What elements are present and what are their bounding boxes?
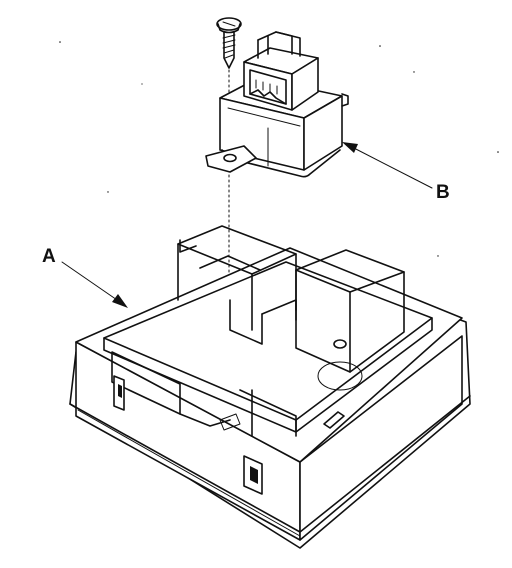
scan-noise [59, 41, 499, 257]
callout-b-label: B [436, 182, 450, 203]
callout-a: A [42, 246, 128, 308]
callout-b-arrowhead-icon [342, 142, 358, 153]
callout-a-leader-line [61, 261, 121, 303]
housing-tray-icon [69, 225, 471, 549]
callout-b-leader-line [349, 145, 433, 189]
relay-module-icon [205, 31, 349, 178]
callout-a-label: A [42, 246, 56, 267]
screw-icon [216, 17, 242, 69]
callout-b: B [342, 142, 450, 203]
callout-a-arrowhead-icon [112, 294, 128, 308]
